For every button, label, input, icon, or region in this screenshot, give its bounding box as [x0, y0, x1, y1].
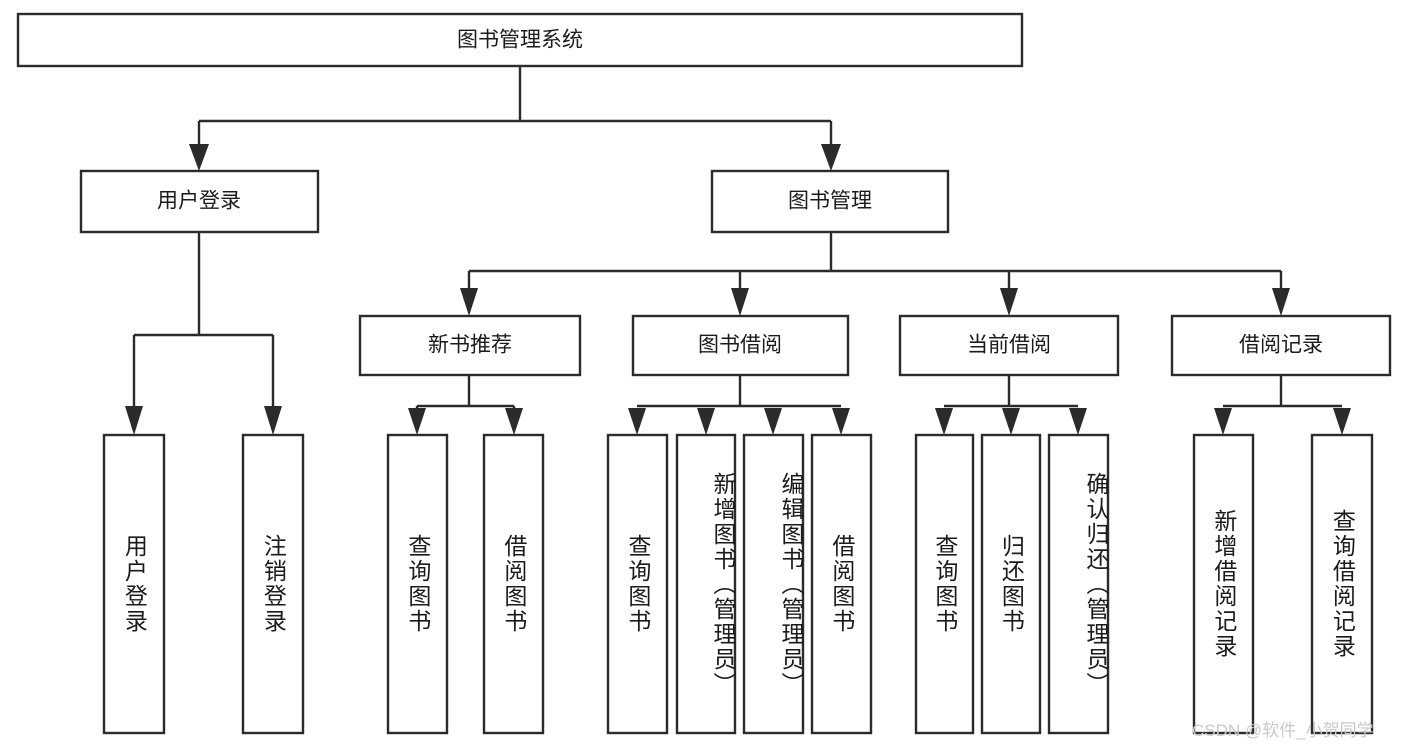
connector-group-borrow-record	[1214, 375, 1351, 435]
node-leaf-query-record-box[interactable]	[1310, 433, 1374, 735]
arrow-to-leaf-query-book-3	[935, 408, 953, 435]
arrow-to-book-borrow	[731, 288, 749, 316]
arrow-to-leaf-edit-book	[764, 408, 782, 435]
node-new-book-rec[interactable]: 新书推荐	[358, 314, 582, 377]
node-leaf-query-book-2-box[interactable]	[606, 433, 669, 735]
arrow-to-leaf-borrow-book-1	[505, 408, 523, 435]
arrow-to-new-book-rec	[460, 288, 478, 316]
node-new-book-rec-box[interactable]	[358, 314, 582, 377]
node-book-manage[interactable]: 图书管理	[710, 169, 950, 234]
node-book-manage-label: 图书管理	[788, 190, 872, 213]
connector-group-new-book-rec	[408, 375, 523, 435]
node-user-login-label: 用户登录	[157, 190, 241, 213]
node-book-borrow[interactable]: 图书借阅	[631, 314, 850, 377]
arrow-to-leaf-query-book-1	[408, 408, 426, 435]
arrow-to-leaf-user-login	[125, 406, 143, 435]
node-leaf-query-book-3-box[interactable]	[914, 433, 975, 735]
node-book-manage-box[interactable]	[710, 169, 950, 234]
node-book-borrow-label: 图书借阅	[698, 334, 782, 357]
node-book-borrow-box[interactable]	[631, 314, 850, 377]
node-leaf-borrow-book-2-box[interactable]	[810, 433, 873, 735]
arrow-to-current-borrow	[1000, 288, 1018, 316]
node-user-login-box[interactable]	[79, 169, 320, 234]
node-leaf-edit-book-box[interactable]	[742, 433, 805, 735]
node-leaf-logout-login-box[interactable]	[241, 433, 305, 735]
node-root-label: 图书管理系统	[457, 29, 583, 52]
node-leaf-borrow-book-1-box[interactable]	[482, 433, 545, 735]
arrow-to-leaf-add-book	[697, 408, 715, 435]
node-leaf-confirm-return-box[interactable]	[1047, 433, 1110, 735]
arrow-to-leaf-add-record	[1214, 408, 1232, 435]
connector-group-root	[189, 66, 841, 171]
connector-group-book-manage	[460, 232, 1290, 316]
node-borrow-record[interactable]: 借阅记录	[1170, 314, 1392, 377]
node-current-borrow[interactable]: 当前借阅	[898, 314, 1120, 377]
node-current-borrow-box[interactable]	[898, 314, 1120, 377]
node-root[interactable]: 图书管理系统	[16, 12, 1024, 68]
connector-group-book-borrow	[628, 375, 850, 435]
node-leaf-return-book-box[interactable]	[980, 433, 1042, 735]
node-leaf-add-book-box[interactable]	[675, 433, 737, 735]
csdn-watermark: CSDN @软件_小贺同学	[1192, 721, 1374, 740]
node-leaf-query-book-1-box[interactable]	[386, 433, 449, 735]
node-borrow-record-box[interactable]	[1170, 314, 1392, 377]
arrow-to-leaf-query-book-2	[628, 408, 646, 435]
node-root-box[interactable]	[16, 12, 1024, 68]
node-current-borrow-label: 当前借阅	[967, 334, 1051, 357]
node-user-login[interactable]: 用户登录	[79, 169, 320, 234]
arrow-to-leaf-return-book	[1002, 408, 1020, 435]
node-leaf-user-login-box[interactable]	[102, 433, 166, 735]
node-new-book-rec-label: 新书推荐	[428, 334, 512, 357]
arrow-to-user-login	[189, 144, 209, 171]
arrow-to-borrow-record	[1272, 288, 1290, 316]
arrow-to-leaf-query-record	[1333, 408, 1351, 435]
arrow-to-leaf-borrow-book-2	[832, 408, 850, 435]
arrow-to-leaf-confirm-return	[1069, 408, 1087, 435]
node-leaf-add-record-box[interactable]	[1192, 433, 1255, 735]
arrow-to-leaf-logout-login	[264, 406, 282, 435]
connector-group-current-borrow	[935, 375, 1087, 435]
node-borrow-record-label: 借阅记录	[1239, 334, 1323, 357]
connector-group-user-login	[125, 232, 282, 435]
arrow-to-book-manage	[821, 144, 841, 171]
